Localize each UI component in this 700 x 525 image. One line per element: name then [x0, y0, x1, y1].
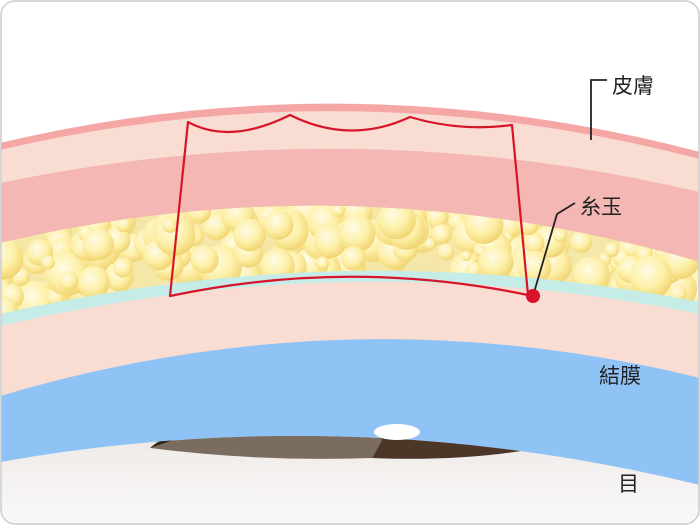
fat-bubble	[604, 242, 620, 258]
suture-line	[168, 113, 530, 298]
tarsal-plate-line	[1, 270, 699, 328]
label-knot: 糸玉	[580, 195, 622, 219]
fat-bubble	[478, 244, 514, 280]
suture-knot	[526, 289, 540, 303]
fat-bubble	[524, 233, 545, 254]
fat-bubble	[112, 257, 133, 278]
eye-surface	[1, 435, 699, 524]
fat-bubble	[313, 224, 347, 258]
knot-leader-tick	[556, 202, 576, 215]
fat-bubble	[570, 230, 593, 253]
label-eye: 目	[618, 472, 639, 496]
label-conjunctiva: 結膜	[599, 364, 641, 388]
fat-bubble	[1, 296, 19, 314]
fat-bubble	[41, 255, 55, 270]
iris-highlight	[374, 424, 420, 440]
fat-bubble	[162, 217, 178, 233]
fat-bubble	[377, 205, 416, 240]
skin-leader-line	[590, 79, 607, 140]
fat-bubble	[341, 246, 366, 271]
fat-bubble	[424, 238, 436, 250]
knot-leader-line	[532, 213, 558, 297]
fat-bubble	[116, 216, 132, 233]
fat-bubble	[186, 205, 212, 224]
fat-bubble	[1, 237, 24, 280]
fat-bubble	[338, 214, 376, 252]
fat-bubble	[629, 255, 673, 299]
fat-bubble	[58, 271, 79, 291]
fat-bubble	[233, 218, 266, 252]
label-skin: 皮膚	[612, 74, 654, 98]
fat-bubble	[437, 243, 455, 261]
fat-bubble	[82, 228, 114, 261]
fat-bubble	[77, 266, 110, 299]
fat-bubble	[190, 245, 219, 274]
fat-bubble	[263, 209, 294, 240]
blue-layer	[1, 339, 699, 488]
skin-layer	[1, 111, 699, 192]
fat-bubble	[460, 250, 472, 262]
muscle-layer	[1, 148, 699, 262]
fat-bubble	[431, 224, 452, 245]
fat-bubble	[331, 205, 346, 218]
fat-bubble	[552, 228, 567, 243]
fat-bubble	[315, 256, 330, 271]
